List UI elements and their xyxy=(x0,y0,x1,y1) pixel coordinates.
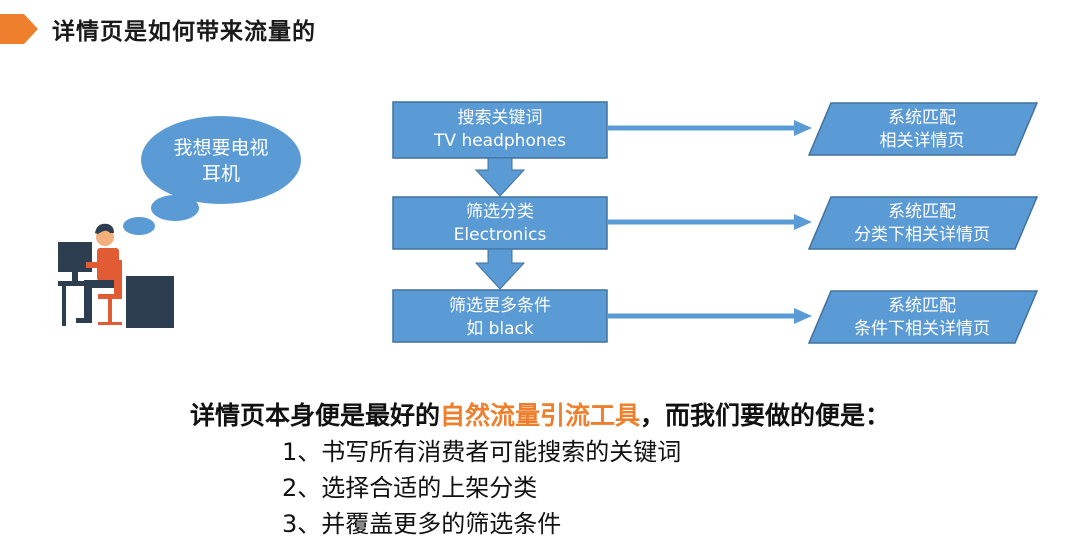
down-arrow-icon xyxy=(474,248,526,290)
result-box-1: 系统匹配 相关详情页 xyxy=(807,102,1039,156)
title-marker-icon xyxy=(0,14,38,44)
step-box-1: 搜索关键词 TV headphones xyxy=(392,101,608,159)
step-box-2: 筛选分类 Electronics xyxy=(392,196,608,250)
result-2-line-2: 分类下相关详情页 xyxy=(854,225,990,245)
step-1-label: 搜索关键词 xyxy=(458,108,543,128)
summary-list: 1、书写所有消费者可能搜索的关键词 2、选择合适的上架分类 3、并覆盖更多的筛选… xyxy=(282,434,681,542)
step-3-label: 筛选更多条件 xyxy=(449,296,551,316)
summary-section: 详情页本身便是最好的自然流量引流工具，而我们要做的便是： 1、书写所有消费者可能… xyxy=(0,398,1080,538)
result-3-line-2: 条件下相关详情页 xyxy=(854,319,990,339)
down-arrow-icon xyxy=(474,157,526,197)
summary-suffix: ，而我们要做的便是： xyxy=(640,401,891,430)
person-at-desk-illustration xyxy=(58,223,174,328)
step-box-3: 筛选更多条件 如 black xyxy=(392,289,608,343)
list-item: 2、选择合适的上架分类 xyxy=(282,474,538,502)
result-1-line-1: 系统匹配 xyxy=(888,108,956,128)
thought-line-1: 我想要电视 xyxy=(173,137,268,159)
step-2-sub: Electronics xyxy=(454,225,547,245)
result-box-3: 系统匹配 条件下相关详情页 xyxy=(807,290,1039,344)
right-arrow-icon xyxy=(794,120,812,136)
right-arrow-icon xyxy=(794,308,812,324)
list-item: 1、书写所有消费者可能搜索的关键词 xyxy=(282,438,682,466)
result-1-line-2: 相关详情页 xyxy=(880,131,965,151)
summary-highlight: 自然流量引流工具 xyxy=(439,401,640,430)
result-3-line-1: 系统匹配 xyxy=(888,296,956,316)
summary-headline: 详情页本身便是最好的自然流量引流工具，而我们要做的便是： xyxy=(0,398,1080,434)
step-3-sub: 如 black xyxy=(466,319,534,339)
thought-bubble: 我想要电视 耳机 xyxy=(123,116,301,235)
result-2-line-1: 系统匹配 xyxy=(888,202,956,222)
right-arrow-icon xyxy=(794,214,812,230)
step-1-sub: TV headphones xyxy=(433,131,566,151)
result-box-2: 系统匹配 分类下相关详情页 xyxy=(807,196,1039,250)
step-2-label: 筛选分类 xyxy=(466,202,534,222)
page-title: 详情页是如何带来流量的 xyxy=(52,19,316,45)
thought-line-2: 耳机 xyxy=(202,163,240,185)
list-item: 3、并覆盖更多的筛选条件 xyxy=(282,510,562,538)
summary-prefix: 详情页本身便是最好的 xyxy=(189,401,440,430)
